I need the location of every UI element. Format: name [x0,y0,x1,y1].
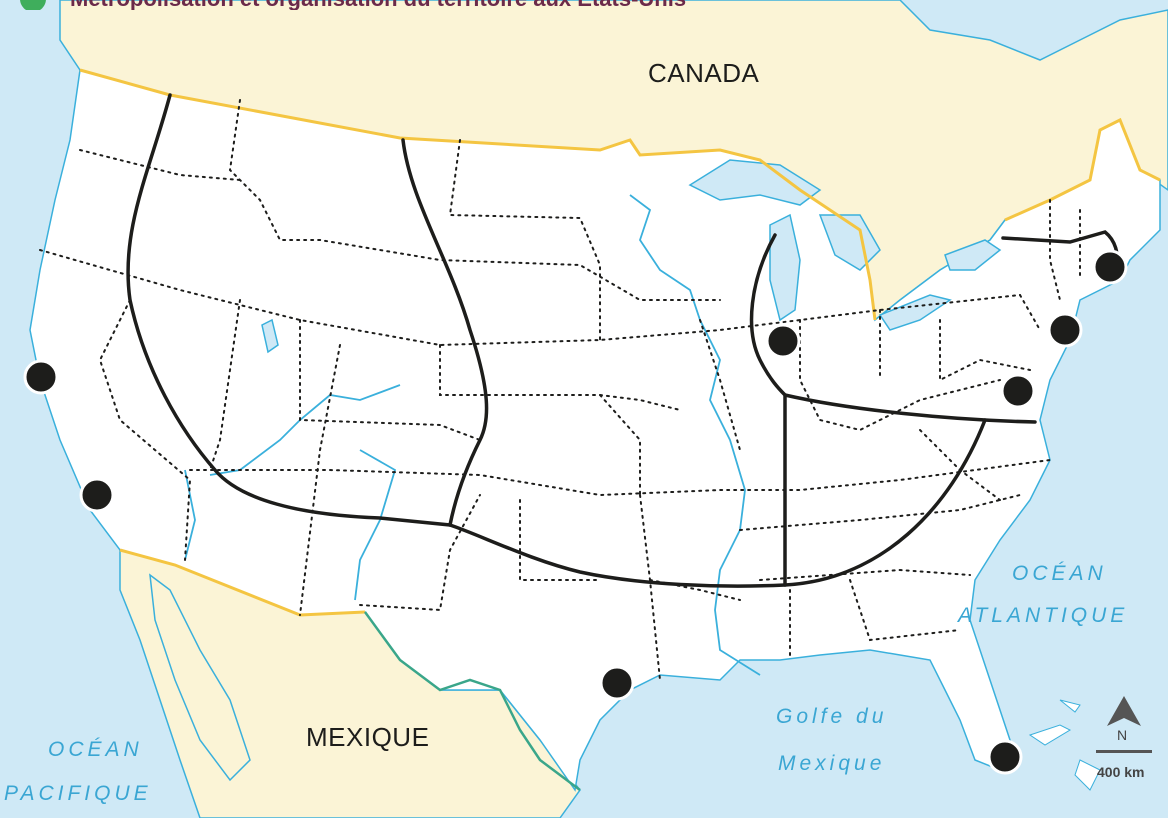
city-dot-miami [987,739,1023,775]
map-title-strip: Métropolisation et organisation du terri… [0,0,880,10]
city-dot-chicago [765,323,801,359]
baja-california [149,573,251,782]
label-canada: CANADA [648,58,760,88]
city-dot-washington [1000,373,1036,409]
label-ocean-atlantique-2: ATLANTIQUE [958,604,1129,627]
city-dot-new-york [1047,312,1083,348]
title-badge-icon [20,0,46,10]
label-ocean-pacifique-2: PACIFIQUE [4,782,152,805]
scale-label: 400 km [1097,764,1145,780]
city-dot-houston [599,665,635,701]
label-golfe-1: Golfe du [776,705,888,728]
north-arrow-icon [1096,696,1152,753]
bahamas [1028,699,1101,791]
compass-north-letter: N [1117,727,1128,743]
label-ocean-atlantique-1: OCÉAN [1012,562,1107,585]
city-dot-san-francisco [23,359,59,395]
rio-grande [363,611,581,791]
label-mexique: MEXIQUE [306,722,430,752]
city-dot-los-angeles [79,477,115,513]
map-title: Métropolisation et organisation du terri… [70,0,686,10]
city-dot-boston [1092,249,1128,285]
label-ocean-pacifique-1: OCÉAN [48,738,143,761]
label-golfe-2: Mexique [778,752,886,775]
city-markers [23,249,1128,775]
